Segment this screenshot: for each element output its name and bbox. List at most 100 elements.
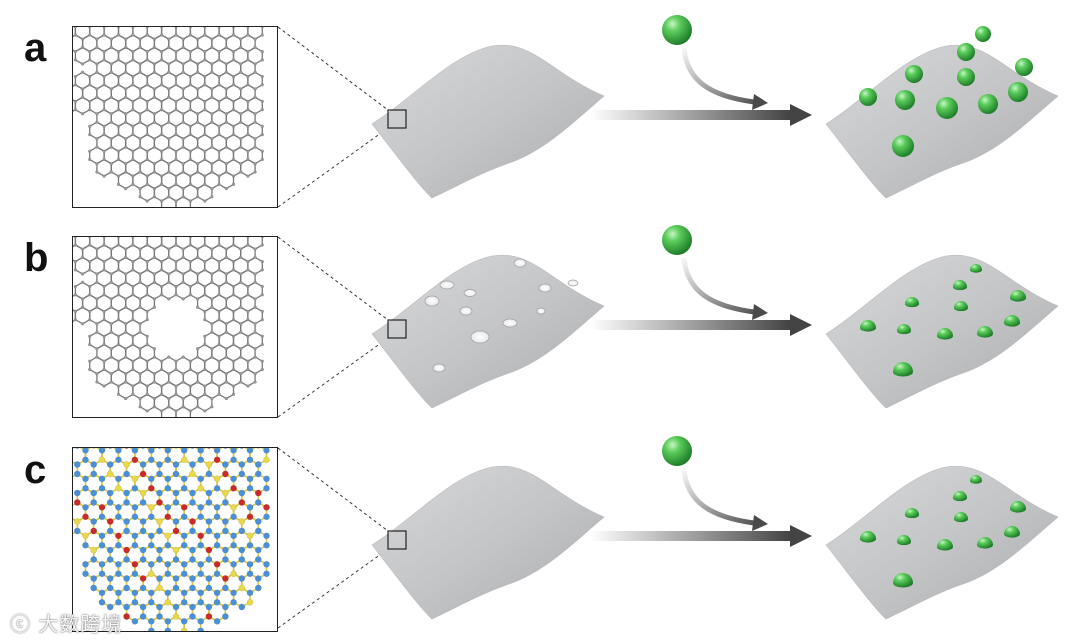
atom	[225, 187, 228, 190]
atom	[225, 146, 228, 149]
atom	[95, 298, 98, 301]
bond-ring	[162, 282, 176, 299]
bond-ring	[140, 394, 154, 411]
atom	[261, 293, 264, 296]
atom	[165, 476, 171, 482]
atom	[88, 343, 91, 346]
atom	[167, 405, 170, 408]
atom	[232, 34, 235, 37]
atom	[239, 490, 245, 496]
atom	[103, 360, 106, 363]
atom	[231, 590, 237, 596]
atom	[210, 187, 213, 190]
atom	[124, 585, 130, 591]
atom	[255, 575, 261, 581]
atom	[214, 571, 220, 577]
atom	[231, 514, 237, 520]
atom	[160, 260, 163, 263]
atom	[222, 604, 228, 610]
atom	[74, 310, 77, 313]
atom	[139, 281, 142, 284]
atom	[222, 585, 228, 591]
atom	[232, 260, 235, 263]
atom	[203, 158, 206, 161]
atom	[88, 335, 91, 338]
atom	[254, 256, 257, 259]
atom	[181, 590, 187, 596]
atom	[246, 385, 249, 388]
atom	[210, 273, 213, 276]
atom	[263, 542, 269, 548]
atom	[131, 335, 134, 338]
atom	[175, 108, 178, 111]
atom	[107, 547, 113, 553]
atom	[146, 200, 149, 203]
atom	[182, 112, 185, 115]
atom	[117, 58, 120, 61]
atom	[196, 187, 199, 190]
panel-label-b: b	[24, 238, 48, 278]
bond-ring	[248, 237, 262, 249]
atom	[88, 237, 91, 238]
atom	[88, 83, 91, 86]
atom	[261, 268, 264, 271]
atom	[117, 50, 120, 53]
atom	[99, 542, 105, 548]
atom	[239, 88, 242, 91]
atom	[231, 504, 237, 510]
bond-ring	[162, 27, 176, 39]
atom	[182, 405, 185, 408]
atom	[167, 195, 170, 198]
atom	[181, 504, 187, 510]
atom	[175, 183, 178, 186]
atom	[210, 298, 213, 301]
atom	[218, 268, 221, 271]
atom	[153, 298, 156, 301]
atom	[232, 100, 235, 103]
atom	[139, 397, 142, 400]
atom	[88, 260, 91, 263]
atom	[160, 50, 163, 53]
atom	[110, 281, 113, 284]
atom	[110, 96, 113, 99]
atom	[246, 150, 249, 153]
atom	[167, 256, 170, 259]
atom	[225, 171, 228, 174]
atom	[247, 476, 253, 482]
atom	[210, 347, 213, 350]
atom	[206, 585, 212, 591]
atom	[206, 471, 212, 477]
atom	[232, 125, 235, 128]
atom	[182, 397, 185, 400]
atom	[181, 542, 187, 548]
atom	[232, 293, 235, 296]
atom	[198, 514, 204, 520]
atom	[131, 368, 134, 371]
atom	[232, 393, 235, 396]
atom	[206, 613, 212, 619]
atom	[103, 343, 106, 346]
process-arrow	[590, 531, 790, 541]
atom	[231, 571, 237, 577]
atom	[189, 285, 192, 288]
atom	[210, 121, 213, 124]
atom	[189, 410, 192, 413]
atom	[131, 150, 134, 153]
atom	[153, 372, 156, 375]
atom	[139, 322, 142, 325]
atom	[214, 476, 220, 482]
atom	[103, 108, 106, 111]
atom	[124, 96, 127, 99]
atom	[203, 393, 206, 396]
atom	[218, 175, 221, 178]
atom	[182, 121, 185, 124]
atom	[218, 335, 221, 338]
bond-ring	[97, 370, 111, 387]
atom	[173, 528, 179, 534]
atom	[139, 356, 142, 359]
atom	[167, 112, 170, 115]
atom	[81, 88, 84, 91]
atom	[196, 121, 199, 124]
atom	[210, 46, 213, 49]
atom	[189, 575, 195, 581]
